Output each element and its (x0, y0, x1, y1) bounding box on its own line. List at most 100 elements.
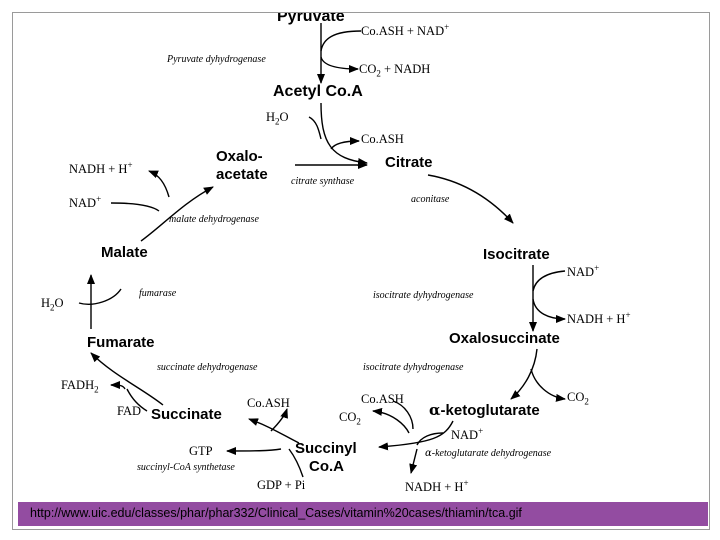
metabolite-succinate: Succinate (151, 406, 222, 423)
co-text: CO (339, 410, 357, 424)
metabolite-acetyl-coa: Acetyl Co.A (273, 83, 363, 100)
cofactor-gtp: GTP (189, 444, 213, 458)
nad-text: NAD (451, 428, 479, 443)
alpha-symbol: α (425, 448, 432, 459)
arrow-succinylcoa-to-succinate (248, 418, 300, 444)
nadh-text: + NADH (380, 62, 431, 76)
cofactor-co2-oxalo: CO2 (567, 391, 589, 407)
two-sub: 2 (376, 68, 381, 79)
arrow-nadh-isocitrate-out (532, 298, 566, 323)
metabolite-fumarate: Fumarate (87, 334, 155, 351)
cofactor-co2-keto: CO2 (339, 411, 361, 427)
nadh-h-text: NADH + H (69, 162, 128, 177)
two-sub: 2 (584, 396, 589, 407)
enzyme-isocitrate-dehydrogenase-1: isocitrate dyhydrogenase (373, 290, 474, 301)
o-text: O (54, 296, 64, 310)
cofactor-nadh-h-bottom: NADH + H+ (405, 479, 469, 494)
coash-nad-text: Co.ASH + NAD (361, 24, 445, 39)
cofactor-coash-citrate: Co.ASH (361, 132, 404, 146)
enzyme-malate-dehydrogenase: malate dehydrogenase (169, 214, 259, 225)
arrow-gtp-out (226, 446, 282, 455)
enzyme-succinyl-coa-synthetase: succinyl-CoA synthetase (137, 462, 235, 473)
arrow-citrate-to-isocitrate (427, 174, 514, 224)
arrow-oxalosuccinate-to-ketoglutarate (510, 348, 538, 400)
enzyme-succinate-dehydrogenase: succinate dehydrogenase (157, 362, 258, 373)
cofactor-h2o-left: H2O (41, 297, 64, 313)
cofactor-fadh2: FADH2 (61, 379, 99, 395)
cofactor-coash-keto: Co.ASH (361, 392, 404, 406)
enzyme-citrate-synthase: citrate synthase (291, 176, 355, 187)
cofactor-h2o-top: H2O (266, 111, 289, 127)
co-text: CO (567, 390, 585, 404)
arrow-fadh2-out (110, 381, 126, 390)
cofactor-co2-nadh-top: CO2 + NADH (359, 63, 430, 79)
arrow-coash-out (330, 137, 360, 150)
cofactor-nadh-h-isocitrate: NADH + H+ (567, 311, 631, 326)
enzyme-isocitrate-dehydrogenase-2: isocitrate dyhydrogenase (363, 362, 464, 373)
fadh-text: FADH (61, 378, 95, 392)
arrow-nad-isocitrate-in (532, 270, 566, 292)
cofactor-gdp-pi: GDP + Pi (257, 478, 306, 492)
arrow-ketoglutarate-to-succinylcoa (378, 420, 454, 451)
metabolite-citrate: Citrate (385, 154, 433, 171)
source-url-banner: http://www.uic.edu/classes/phar/phar332/… (18, 502, 708, 526)
metabolite-oxaloacetate-line1: Oxalo- (216, 148, 263, 165)
arrow-nad-left-in (110, 202, 160, 212)
co-text: CO (359, 62, 377, 76)
arrow-co2-oxalo-out (530, 368, 566, 402)
akgdh-text: -ketoglutarate dehydrogenase (431, 448, 552, 459)
arrow-fad-in (126, 388, 148, 412)
two-sub: 2 (275, 116, 280, 127)
metabolite-succinyl-coa-line2: Co.A (309, 458, 344, 475)
plus-sup: + (463, 478, 469, 488)
cofactor-nad-left: NAD+ (69, 195, 101, 210)
cofactor-fad: FAD (117, 404, 142, 418)
arrow-layer (78, 23, 566, 478)
arrow-coash-keto-in (392, 400, 414, 430)
metabolite-pyruvate: Pyruvate (277, 12, 345, 25)
cofactor-nad-keto: NAD+ (451, 427, 483, 442)
arrow-malate-to-oxaloacetate (140, 186, 214, 242)
two-sub: 2 (94, 384, 99, 395)
nadh-h-text: NADH + H (567, 312, 626, 327)
arrow-nadh-bottom-out (409, 448, 418, 474)
plus-sup: + (478, 426, 484, 436)
ketoglutarate-label: -ketoglutarate (440, 402, 540, 419)
cofactor-coash-succinate: Co.ASH (247, 396, 290, 410)
metabolite-succinyl-coa-line1: Succinyl (295, 440, 357, 457)
metabolite-malate: Malate (101, 244, 148, 261)
nad-text: NAD (567, 265, 595, 280)
enzyme-fumarase: fumarase (139, 288, 177, 299)
arrow-succinate-to-fumarate (90, 352, 164, 406)
enzyme-pyruvate-dehydrogenase: Pyruvate dyhydrogenase (167, 54, 266, 65)
nad-text: NAD (69, 196, 97, 211)
arrow-nadh-left-out (148, 170, 170, 198)
cofactor-coash-nad-top: Co.ASH + NAD+ (361, 23, 449, 38)
two-sub: 2 (356, 416, 361, 427)
h-text: H (41, 296, 51, 310)
metabolite-oxaloacetate-line2: acetate (216, 166, 268, 183)
plus-sup: + (625, 310, 631, 320)
arrow-gdp-in (288, 448, 304, 478)
arrow-h2o-in (308, 116, 322, 140)
h-text: H (266, 110, 276, 124)
arrow-h2o-left-in (78, 288, 122, 305)
enzyme-aconitase: aconitase (411, 194, 450, 205)
arrow-co2-keto-out (372, 407, 410, 434)
cofactor-nadh-h-left: NADH + H+ (69, 161, 133, 176)
plus-sup: + (96, 194, 102, 204)
nadh-h-text: NADH + H (405, 480, 464, 495)
plus-sup: + (594, 263, 600, 273)
o-text: O (279, 110, 289, 124)
cofactor-nad-isocitrate: NAD+ (567, 264, 599, 279)
arrow-acetylcoa-to-citrate (320, 102, 368, 166)
plus-sup: + (444, 22, 450, 32)
metabolite-alpha-ketoglutarate: α-ketoglutarate (429, 402, 540, 419)
metabolite-isocitrate: Isocitrate (483, 246, 550, 263)
arrow-coash-nad-in (320, 30, 362, 52)
enzyme-alpha-ketoglutarate-dehydrogenase: α-ketoglutarate dehydrogenase (425, 449, 551, 459)
arrow-coash-succinate-out (270, 408, 288, 432)
plus-sup: + (127, 160, 133, 170)
arrow-co2-nadh-out (320, 56, 359, 73)
metabolite-oxalosuccinate: Oxalosuccinate (449, 330, 560, 347)
